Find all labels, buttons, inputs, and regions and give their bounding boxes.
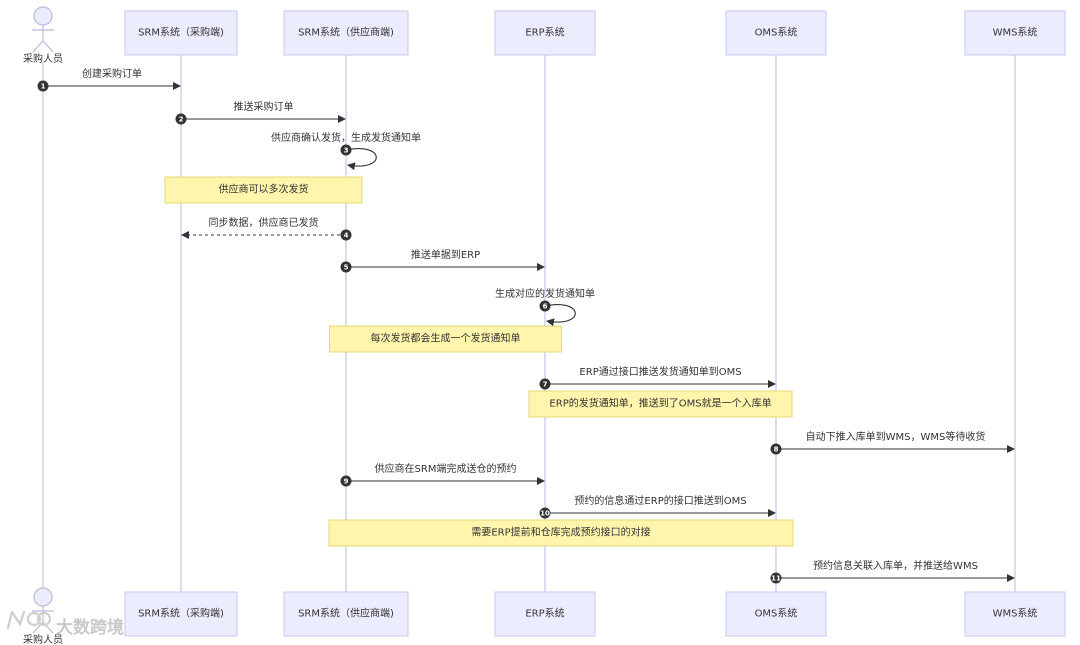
- message-label: ERP通过接口推送发货通知单到OMS: [579, 365, 741, 378]
- participant-label: WMS系统: [993, 607, 1038, 620]
- participant-erp-bottom: ERP系统: [494, 591, 596, 637]
- participant-label: SRM系统（采购端): [138, 607, 224, 620]
- sequence-number: 5: [344, 264, 349, 272]
- participant-srm_sup-bottom: SRM系统（供应商端): [283, 591, 409, 637]
- watermark-logo-icon: [6, 610, 52, 630]
- message-7: ERP通过接口推送发货通知单到OMS 7: [539, 365, 776, 390]
- message-label: 创建采购订单: [82, 67, 142, 80]
- message-label: 同步数据，供应商已发货: [209, 216, 319, 229]
- message-label: 推送单据到ERP: [411, 248, 480, 261]
- message-label: 生成对应的发货通知单: [495, 287, 595, 300]
- message-2: 推送采购订单 2: [175, 100, 346, 125]
- self-message-arrow: [544, 304, 576, 327]
- message-label: 自动下推入库单到WMS，WMS等待收货: [806, 430, 986, 443]
- note: 供应商可以多次发货: [164, 176, 363, 204]
- sequence-number: 7: [543, 381, 548, 389]
- participant-label: ERP系统: [525, 26, 564, 39]
- message-8: 自动下推入库单到WMS，WMS等待收货 8: [770, 430, 1015, 455]
- message-6: 生成对应的发货通知单 6: [495, 287, 595, 327]
- sequence-number-badge: 1: [37, 80, 49, 92]
- sequence-number: 3: [344, 147, 349, 155]
- sequence-number: 6: [543, 303, 548, 311]
- participant-label: OMS系统: [755, 607, 798, 620]
- message-label: 供应商在SRM端完成送仓的预约: [375, 462, 517, 475]
- sequence-number: 9: [344, 478, 349, 486]
- participant-label: SRM系统（供应商端): [298, 607, 394, 620]
- sequence-number-badge: 11: [770, 572, 782, 584]
- actor-label: 采购人员: [23, 633, 63, 645]
- note: 每次发货都会生成一个发货通知单: [329, 325, 562, 353]
- participant-erp-top: ERP系统: [494, 10, 596, 56]
- participant-srm_buy-bottom: SRM系统（采购端): [124, 591, 238, 637]
- message-label: 预约的信息通过ERP的接口推送到OMS: [574, 494, 746, 507]
- note-text: 每次发货都会生成一个发货通知单: [371, 332, 521, 345]
- note-text: 供应商可以多次发货: [219, 183, 309, 196]
- message-9: 供应商在SRM端完成送仓的预约 9: [340, 462, 545, 487]
- sequence-number-badge: 5: [340, 261, 352, 273]
- participant-wms-top: WMS系统: [964, 10, 1066, 56]
- participant-wms-bottom: WMS系统: [964, 591, 1066, 637]
- participant-label: OMS系统: [755, 26, 798, 39]
- sequence-number-badge: 4: [340, 229, 352, 241]
- participant-srm_buy-top: SRM系统（采购端): [124, 10, 238, 56]
- sequence-number: 10: [540, 510, 550, 518]
- message-3: 供应商确认发货，生成发货通知单 3: [271, 131, 421, 171]
- sequence-number-badge: 6: [539, 300, 551, 312]
- message-4: 同步数据，供应商已发货 4: [181, 216, 352, 241]
- participant-label: SRM系统（采购端): [138, 26, 224, 39]
- actor-buyer-top: 采购人员: [23, 6, 63, 65]
- sequence-number: 8: [774, 446, 779, 454]
- participant-label: SRM系统（供应商端): [298, 26, 394, 39]
- message-1: 创建采购订单 1: [37, 67, 181, 92]
- actor-label: 采购人员: [23, 52, 63, 65]
- sequence-number: 4: [344, 232, 349, 240]
- participant-oms-bottom: OMS系统: [725, 591, 827, 637]
- actor-figure-icon: [32, 6, 54, 53]
- sequence-number: 2: [179, 116, 184, 124]
- sequence-number-badge: 7: [539, 378, 551, 390]
- watermark-text: 大数跨境: [56, 617, 124, 638]
- message-label: 预约信息关联入库单，并推送给WMS: [813, 559, 978, 572]
- message-10: 预约的信息通过ERP的接口推送到OMS 10: [539, 494, 776, 519]
- note: ERP的发货通知单，推送到了OMS就是一个入库单: [528, 390, 793, 418]
- sequence-number: 1: [41, 83, 46, 91]
- sequence-number-badge: 3: [340, 144, 352, 156]
- actor-figure-icon: [32, 587, 54, 634]
- actor-buyer-bottom: 采购人员: [23, 587, 63, 645]
- participant-label: WMS系统: [993, 26, 1038, 39]
- self-message-arrow: [345, 148, 377, 171]
- message-label: 供应商确认发货，生成发货通知单: [271, 131, 421, 144]
- sequence-number: 11: [771, 575, 781, 583]
- note-text: 需要ERP提前和仓库完成预约接口的对接: [471, 526, 650, 539]
- sequence-number-badge: 2: [175, 113, 187, 125]
- message-11: 预约信息关联入库单，并推送给WMS 11: [770, 559, 1015, 584]
- participant-oms-top: OMS系统: [725, 10, 827, 56]
- sequence-number-badge: 8: [770, 443, 782, 455]
- message-label: 推送采购订单: [234, 100, 294, 113]
- sequence-number-badge: 9: [340, 475, 352, 487]
- sequence-number-badge: 10: [539, 507, 551, 519]
- participant-label: ERP系统: [525, 607, 564, 620]
- watermark: 大数跨境: [6, 610, 124, 638]
- participant-srm_sup-top: SRM系统（供应商端): [283, 10, 409, 56]
- note: 需要ERP提前和仓库完成预约接口的对接: [328, 519, 794, 547]
- note-text: ERP的发货通知单，推送到了OMS就是一个入库单: [549, 397, 771, 410]
- message-5: 推送单据到ERP 5: [340, 248, 545, 273]
